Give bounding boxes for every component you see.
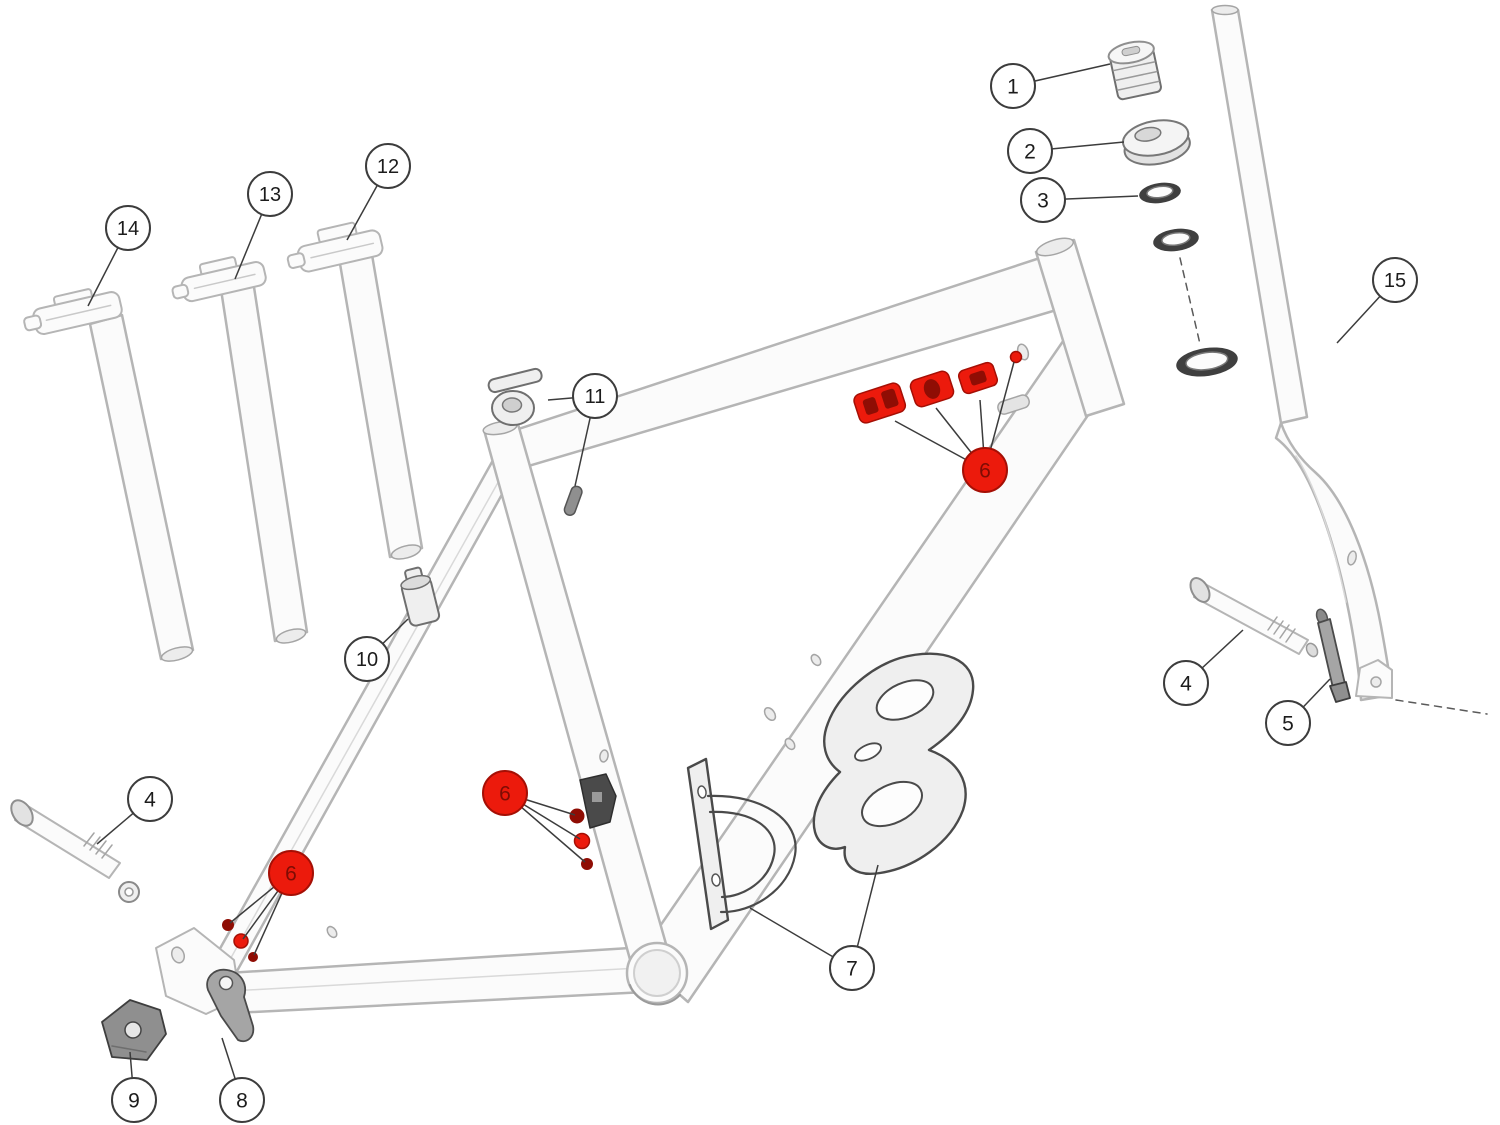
grommet-small (957, 361, 999, 395)
bottle-cage-right-7 (812, 652, 975, 876)
callout-6-seat-tube-circle[interactable] (482, 770, 528, 816)
callout-7-label: 7 (846, 958, 858, 981)
headset-axis-dashed-line (1179, 257, 1201, 345)
headset-bearing-upper-3 (1139, 182, 1181, 204)
callout-11-circle[interactable] (572, 373, 618, 419)
callout-2-label: 2 (1024, 141, 1036, 164)
headset-bearing-lower-3 (1153, 228, 1199, 252)
callout-4-right-label: 4 (1180, 673, 1192, 696)
front-derailleur-mount (579, 773, 617, 829)
callout-3[interactable]: 3 (1020, 177, 1066, 223)
callout-6-top-tube[interactable]: 6 (962, 447, 1008, 493)
callout-4-left-circle[interactable] (127, 776, 173, 822)
headset-top-cap-1 (1107, 40, 1162, 101)
callout-11[interactable]: 11 (572, 373, 618, 419)
callout-12[interactable]: 12 (365, 143, 411, 189)
callout-9[interactable]: 9 (111, 1077, 157, 1123)
callout-8-label: 8 (236, 1090, 248, 1113)
callout-13-label: 13 (259, 184, 281, 206)
callout-4-right-circle[interactable] (1163, 660, 1209, 706)
headset-cover-2 (1122, 119, 1191, 166)
callout-6-top-tube-label: 6 (979, 460, 991, 483)
grommet-medium (909, 370, 955, 408)
callout-15[interactable]: 15 (1372, 257, 1418, 303)
callout-8-circle[interactable] (219, 1077, 265, 1123)
callout-1-circle[interactable] (990, 63, 1036, 109)
callout-2[interactable]: 2 (1007, 128, 1053, 174)
callout-3-circle[interactable] (1020, 177, 1066, 223)
callout-2-circle[interactable] (1007, 128, 1053, 174)
seat-tube-grommet-1 (569, 808, 585, 824)
thru-axle-right-4 (1189, 577, 1319, 658)
callout-11-label: 11 (585, 386, 606, 408)
callout-10-label: 10 (356, 649, 378, 671)
frame-artwork (10, 4, 1488, 1061)
fork-hanger-5 (1315, 608, 1351, 703)
callout-10[interactable]: 10 (344, 636, 390, 682)
callout-4-left-label: 4 (144, 789, 156, 812)
seatpost-13 (171, 256, 309, 644)
callout-12-circle[interactable] (365, 143, 411, 189)
callout-6-chainstay[interactable]: 6 (268, 850, 314, 896)
callout-5-label: 5 (1282, 713, 1294, 736)
callout-9-circle[interactable] (111, 1077, 157, 1123)
callout-6-chainstay-circle[interactable] (268, 850, 314, 896)
callout-1[interactable]: 1 (990, 63, 1036, 109)
callout-3-label: 3 (1037, 190, 1049, 213)
hanger-guard-9 (101, 999, 167, 1061)
seatmast-cap-14 (23, 288, 195, 662)
callout-7-circle[interactable] (829, 945, 875, 991)
computer-mount-11 (487, 367, 543, 426)
callout-12-label: 12 (377, 156, 399, 178)
callout-6-chainstay-label: 6 (285, 863, 297, 886)
top-tube-slot (563, 485, 583, 516)
callout-9-label: 9 (128, 1090, 140, 1113)
chain-stay (225, 946, 648, 1015)
seat-tube-grommet-2 (573, 832, 591, 850)
callout-15-label: 15 (1384, 270, 1406, 292)
callout-14-circle[interactable] (105, 205, 151, 251)
callout-13[interactable]: 13 (247, 171, 293, 217)
callout-14-label: 14 (117, 218, 139, 240)
callout-6-top-tube-circle[interactable] (962, 447, 1008, 493)
callout-6-seat-tube[interactable]: 6 (482, 770, 528, 816)
headset-race (1176, 347, 1238, 377)
fork-15 (1210, 4, 1488, 715)
callout-5-circle[interactable] (1265, 700, 1311, 746)
mount-10 (400, 566, 441, 627)
thru-axle-left-4 (10, 799, 140, 903)
callout-13-circle[interactable] (247, 171, 293, 217)
callout-1-label: 1 (1007, 76, 1019, 99)
callout-5[interactable]: 5 (1265, 700, 1311, 746)
seatpost-12 (286, 221, 424, 560)
derailleur-hanger-8 (206, 968, 255, 1042)
callout-14[interactable]: 14 (105, 205, 151, 251)
grommet-large (853, 382, 907, 424)
grommet-dot (1009, 350, 1023, 364)
callout-4-right[interactable]: 4 (1163, 660, 1209, 706)
chainstay-grommet-3 (248, 952, 258, 962)
callout-8[interactable]: 8 (219, 1077, 265, 1123)
callout-7[interactable]: 7 (829, 945, 875, 991)
callout-6-seat-tube-label: 6 (499, 783, 511, 806)
callout-10-circle[interactable] (344, 636, 390, 682)
callout-4-left[interactable]: 4 (127, 776, 173, 822)
bottle-cage-left-7 (686, 757, 797, 931)
callout-15-circle[interactable] (1372, 257, 1418, 303)
main-frame (155, 237, 1126, 1015)
